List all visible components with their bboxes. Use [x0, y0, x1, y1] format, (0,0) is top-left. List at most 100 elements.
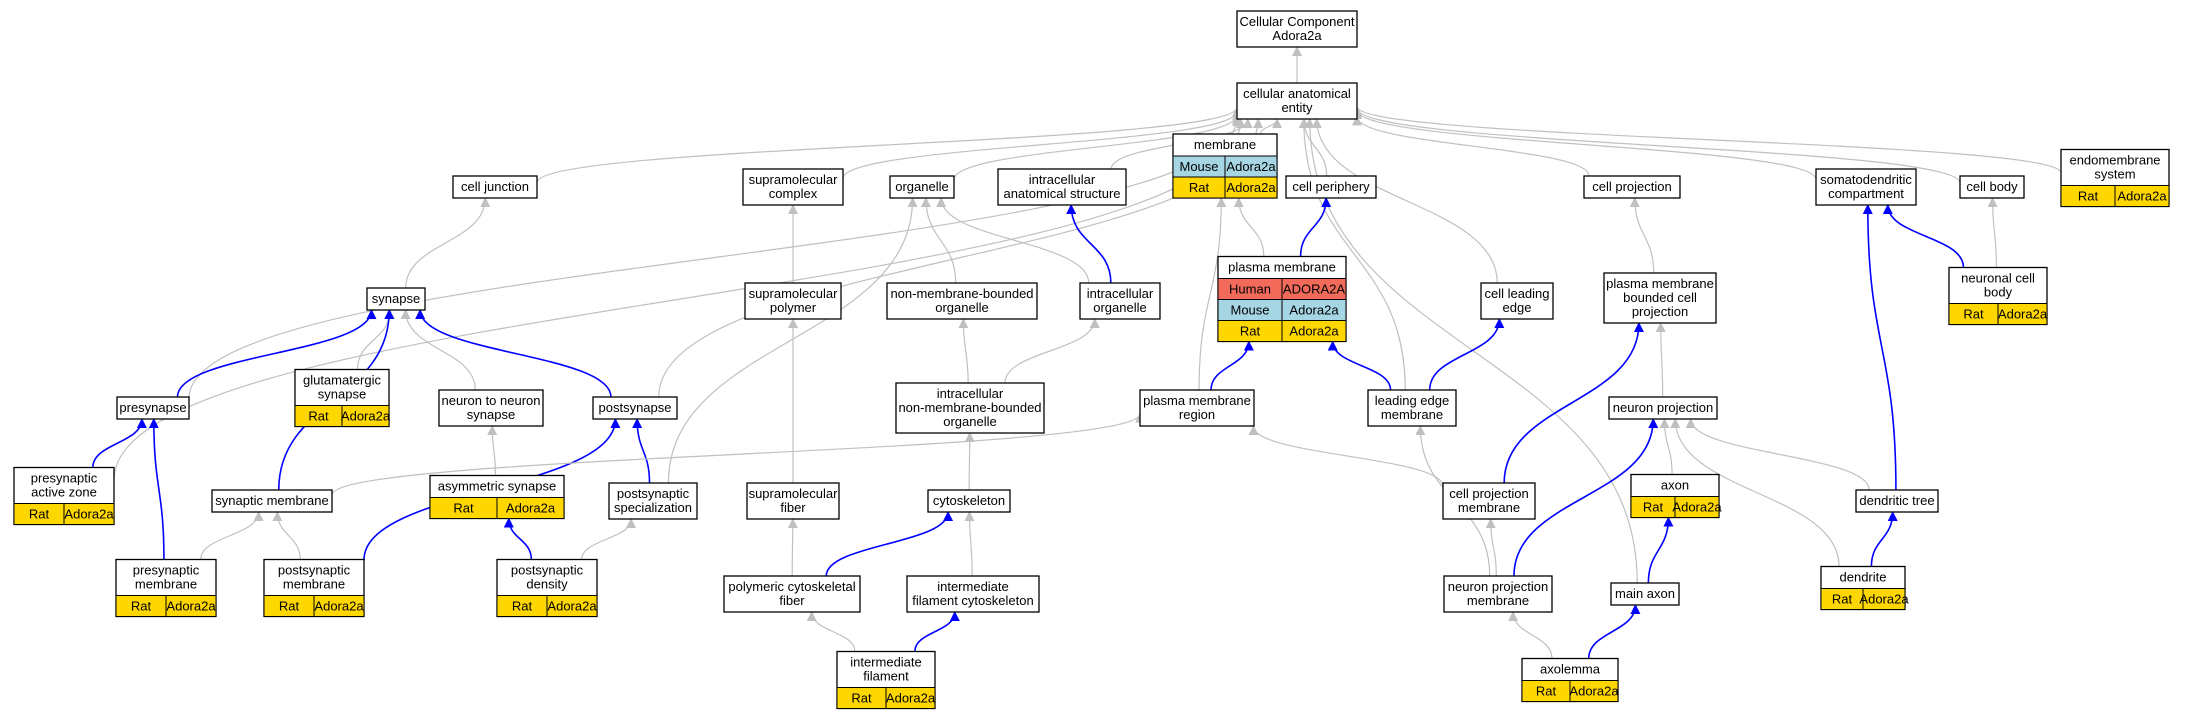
node-box	[1583, 175, 1681, 199]
edge-synapse-to-cell-junction	[405, 197, 491, 289]
node-label: presynapse	[119, 400, 186, 415]
edge-somatodendritic-compartment-to-cae	[1352, 109, 1817, 180]
node-label: dendritic tree	[1859, 493, 1934, 508]
node-label: intermediate	[850, 655, 922, 670]
node-box	[438, 389, 544, 427]
node-label: glutamatergic	[303, 373, 382, 388]
node-box	[1815, 168, 1917, 206]
node-label: membrane	[135, 577, 197, 592]
node-box	[744, 282, 842, 320]
node-cell-periphery[interactable]: cell periphery	[1285, 175, 1377, 199]
node-synapse[interactable]: synapse	[366, 287, 426, 311]
node-label: cytoskeleton	[933, 493, 1005, 508]
node-label: cellular anatomical	[1243, 86, 1351, 101]
gene-label: ADORA2A	[1283, 282, 1345, 297]
node-cytoskeleton[interactable]: cytoskeleton	[927, 489, 1011, 513]
gene-cell	[341, 405, 390, 427]
node-intracellular-nmb-organelle[interactable]: intracellularnon-membrane-boundedorganel…	[895, 382, 1045, 434]
node-box	[742, 168, 844, 206]
node-label: complex	[769, 186, 818, 201]
node-presynapse[interactable]: presynapse	[116, 396, 190, 420]
node-label: polymer	[770, 300, 817, 315]
edge-dendritic-tree-to-somatodendritic-compartment	[1862, 204, 1897, 491]
node-label: endomembrane	[2069, 153, 2160, 168]
gene-label: Adora2a	[166, 599, 216, 614]
node-synaptic-membrane[interactable]: synaptic membrane	[211, 489, 333, 513]
edge-postsynapse-to-cae	[658, 118, 1264, 398]
node-label: polymeric cytoskeletal	[728, 579, 855, 594]
species-label: Rat	[1963, 307, 1984, 322]
edge-neuronal-cell-body-to-cell-body	[1987, 197, 1998, 268]
node-box	[1443, 575, 1553, 613]
node-box	[927, 489, 1011, 513]
node-label: membrane	[1458, 500, 1520, 515]
species-label: Rat	[2078, 189, 2099, 204]
edge-neuron-to-neuron-synapse-to-synapse	[400, 309, 476, 391]
edge-cell-projection-membrane-to-plasma-membrane-region	[1248, 425, 1444, 487]
node-neuron-projection[interactable]: neuron projection	[1608, 396, 1718, 420]
gene-label: Adora2a	[1289, 303, 1339, 318]
node-label: neuron projection	[1448, 579, 1548, 594]
node-label: presynaptic	[31, 471, 98, 486]
edge-non-membrane-bounded-organelle-to-organelle	[920, 197, 957, 284]
node-label: cell junction	[461, 179, 529, 194]
node-label: neuron projection	[1613, 400, 1713, 415]
node-organelle[interactable]: organelle	[889, 175, 955, 199]
node-label: specialization	[614, 500, 692, 515]
node-cell-body[interactable]: cell body	[1959, 175, 2025, 199]
node-main-axon[interactable]: main axon	[1610, 582, 1680, 606]
node-dendritic-tree[interactable]: dendritic tree	[1855, 489, 1939, 513]
species-label: Human	[1229, 282, 1271, 297]
edge-dendrite-to-dendritic-tree	[1870, 511, 1898, 567]
gene-label: Adora2a	[1998, 307, 2048, 322]
node-label: cell periphery	[1292, 179, 1370, 194]
gene-label: Adora2a	[506, 501, 556, 516]
node-label: supramolecular	[749, 172, 839, 187]
gene-cell	[1224, 176, 1278, 199]
gene-cell	[313, 595, 365, 617]
edge-cell-projection-membrane-to-pm-bounded-cell-projection	[1503, 322, 1644, 484]
gene-label: Adora2a	[341, 409, 391, 424]
node-cell-junction[interactable]: cell junction	[452, 175, 538, 199]
node-label: body	[1984, 285, 2013, 300]
edge-postsynaptic-specialization-to-organelle	[667, 197, 918, 484]
node-cell-projection[interactable]: cell projection	[1583, 175, 1681, 199]
node-postsynapse[interactable]: postsynapse	[592, 396, 678, 420]
species-label: Rat	[1536, 684, 1557, 699]
edge-intracellular-organelle-to-organelle	[936, 197, 1090, 284]
edge-intracellular-nmb-organelle-to-intracellular-organelle	[1004, 318, 1100, 384]
